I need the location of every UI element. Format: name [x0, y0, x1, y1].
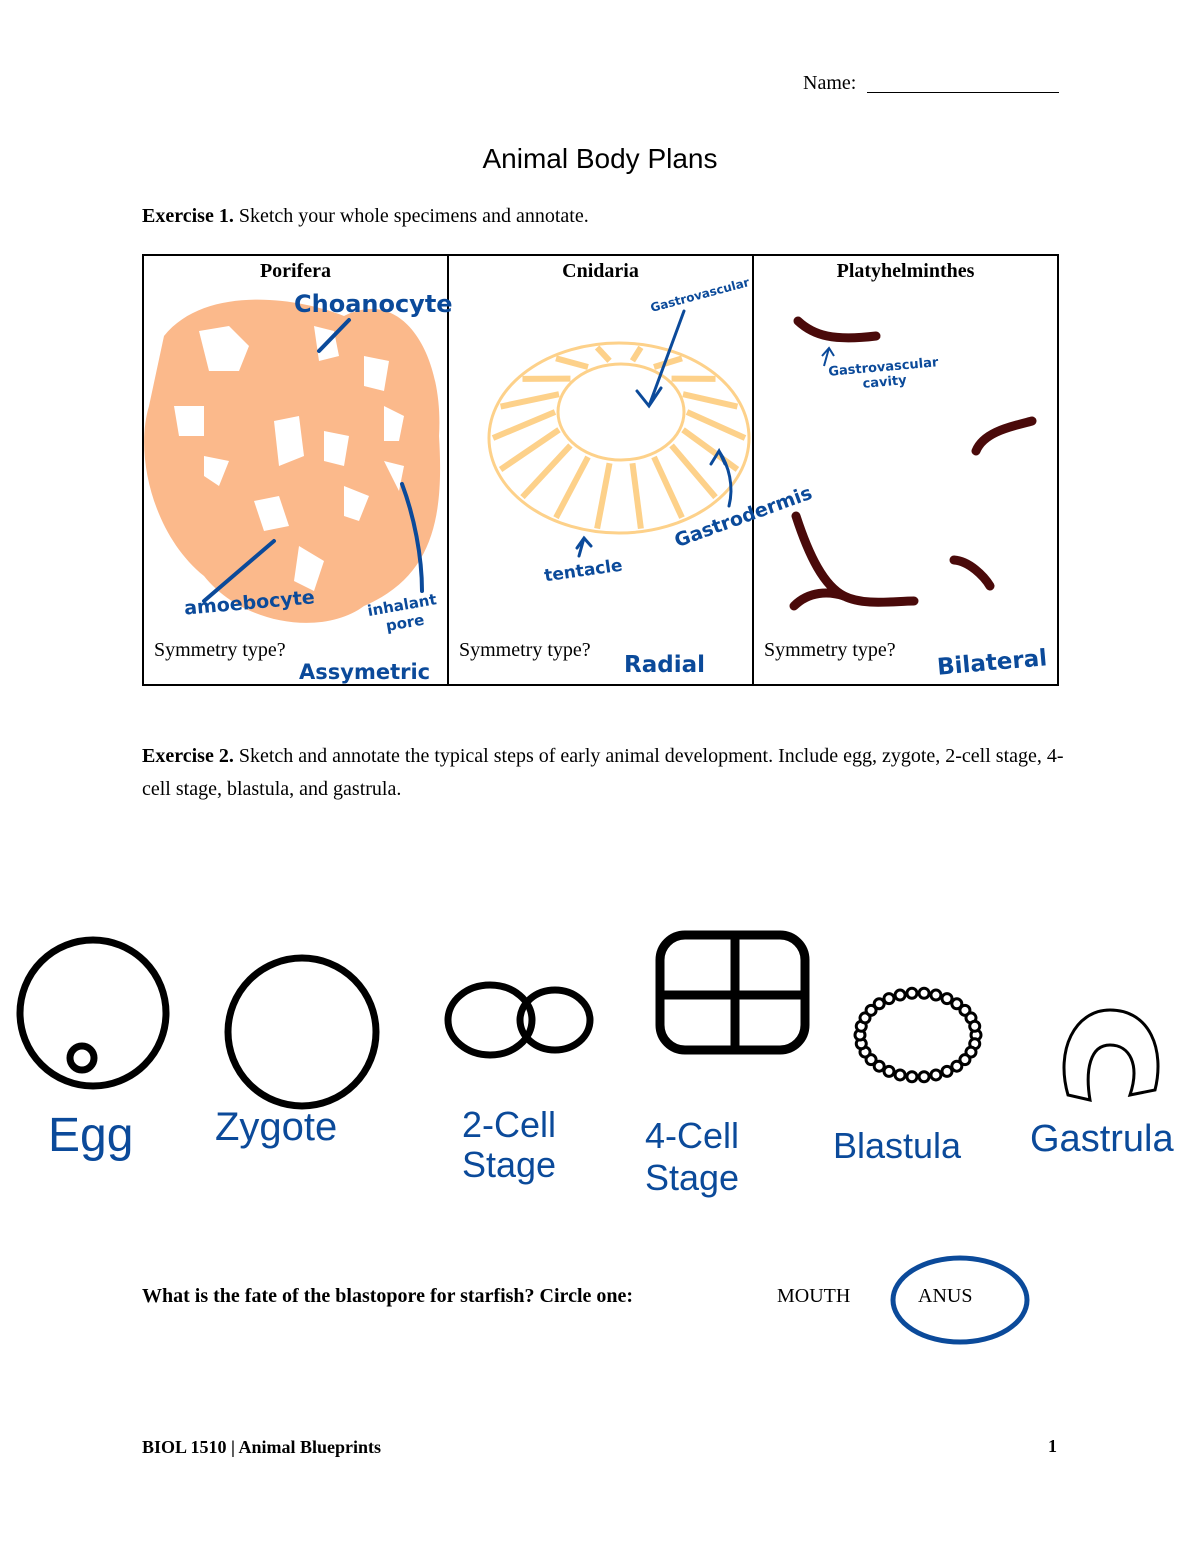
radial-canal [681, 427, 740, 472]
cell-cnidaria: Cnidaria Gastrovascular tentacle Gastrod… [449, 256, 815, 684]
blastomere [917, 1070, 931, 1084]
blastomere [940, 1064, 954, 1078]
radial-canal [629, 345, 644, 363]
blastomere [853, 1028, 867, 1042]
exercise-2-prompt: Exercise 2. Sketch and annotate the typi… [142, 740, 1072, 806]
blastomere [882, 992, 896, 1006]
radial-canal [685, 409, 747, 441]
sponge-sketch [144, 299, 441, 623]
blastopore-question: What is the fate of the blastopore for s… [142, 1285, 634, 1307]
radial-canal [651, 455, 685, 519]
blastomere [968, 1019, 982, 1033]
radial-canal [653, 355, 683, 370]
zygote-drawing [224, 954, 380, 1110]
radial-canal [594, 462, 613, 530]
column-heading: Cnidaria [562, 260, 639, 282]
blastomere [968, 1037, 982, 1051]
blastomere [858, 1045, 872, 1059]
cell-porifera: Porifera Choanocyte amoebocyte inhalant … [144, 256, 453, 684]
footer-course: BIOL 1510 | Animal Blueprints [142, 1437, 382, 1457]
blastula-drawing [853, 986, 983, 1084]
page-number: 1 [1048, 1436, 1057, 1456]
radial-canal [555, 355, 589, 370]
symmetry-prompt: Symmetry type? [459, 639, 591, 661]
page-title: Animal Body Plans [482, 143, 718, 174]
exercise-2-text: Sketch and annotate the typical steps of… [142, 745, 1064, 800]
blastomere [872, 1059, 886, 1073]
annotation-choanocyte: Choanocyte [294, 290, 453, 318]
stage-label-gastrula: Gastrula [1030, 1118, 1174, 1160]
radial-canal [594, 345, 612, 363]
blastomere [964, 1045, 978, 1059]
blastomere [858, 1011, 872, 1025]
cnidaria-sketch [487, 309, 751, 558]
symmetry-prompt: Symmetry type? [764, 639, 896, 661]
blastomere [882, 1064, 896, 1078]
radial-canal [499, 391, 560, 410]
exercise-1-prompt: Exercise 1. Sketch your whole specimens … [142, 205, 589, 228]
blastomere [905, 1070, 919, 1084]
symmetry-prompt: Symmetry type? [154, 639, 286, 661]
blastomere [864, 1053, 878, 1067]
option-anus[interactable]: ANUS [918, 1285, 973, 1307]
blastomere [917, 986, 931, 1000]
blastomere [950, 1059, 964, 1073]
blastomere [893, 1068, 907, 1082]
blastomere [864, 1003, 878, 1017]
blastomere [854, 1037, 868, 1051]
radial-canal [553, 455, 591, 520]
cell-platyhelminthes: Platyhelminthes Gastrovascular cavity Sy… [754, 256, 1057, 684]
radial-canal [682, 391, 739, 410]
flatworm-sketch [789, 316, 1037, 611]
option-mouth[interactable]: MOUTH [777, 1285, 851, 1307]
gastrula-drawing [1062, 1008, 1160, 1102]
blastomere [929, 988, 943, 1002]
symmetry-answer: Assymetric [299, 660, 431, 684]
column-heading: Porifera [259, 260, 332, 282]
radial-canal [629, 462, 644, 529]
specimen-table: Porifera Choanocyte amoebocyte inhalant … [142, 254, 1059, 686]
radial-canal [498, 427, 561, 472]
blastomere [905, 986, 919, 1000]
blastomere [893, 988, 907, 1002]
symmetry-answer: Radial [624, 652, 705, 678]
blastomere [958, 1003, 972, 1017]
blastomere [964, 1011, 978, 1025]
egg-drawing [16, 936, 170, 1090]
radial-canal [491, 409, 557, 441]
stage-label-zygote: Zygote [215, 1105, 338, 1149]
exercise-1-label: Exercise 1. [142, 205, 234, 227]
blastomere [854, 1019, 868, 1033]
stage-label-4-cell: 4-Cell Stage [645, 1115, 740, 1198]
stage-label-egg: Egg [48, 1109, 134, 1162]
four-cell-drawing [655, 930, 810, 1055]
blastomere [958, 1053, 972, 1067]
column-heading: Platyhelminthes [836, 260, 975, 282]
stage-label-2-cell: 2-Cell Stage [462, 1104, 557, 1185]
blastomere [872, 997, 886, 1011]
blastomere [940, 992, 954, 1006]
radial-canal [669, 443, 718, 500]
blastomere [929, 1068, 943, 1082]
exercise-1-text: Sketch your whole specimens and annotate… [233, 205, 589, 227]
two-cell-drawing [444, 981, 594, 1059]
blastomere [950, 997, 964, 1011]
exercise-2-label: Exercise 2. [142, 745, 234, 767]
blastomere [969, 1028, 983, 1042]
name-label: Name: [803, 72, 857, 94]
radial-canal [520, 443, 573, 500]
name-field[interactable] [867, 92, 1059, 93]
stage-label-blastula: Blastula [833, 1125, 962, 1166]
